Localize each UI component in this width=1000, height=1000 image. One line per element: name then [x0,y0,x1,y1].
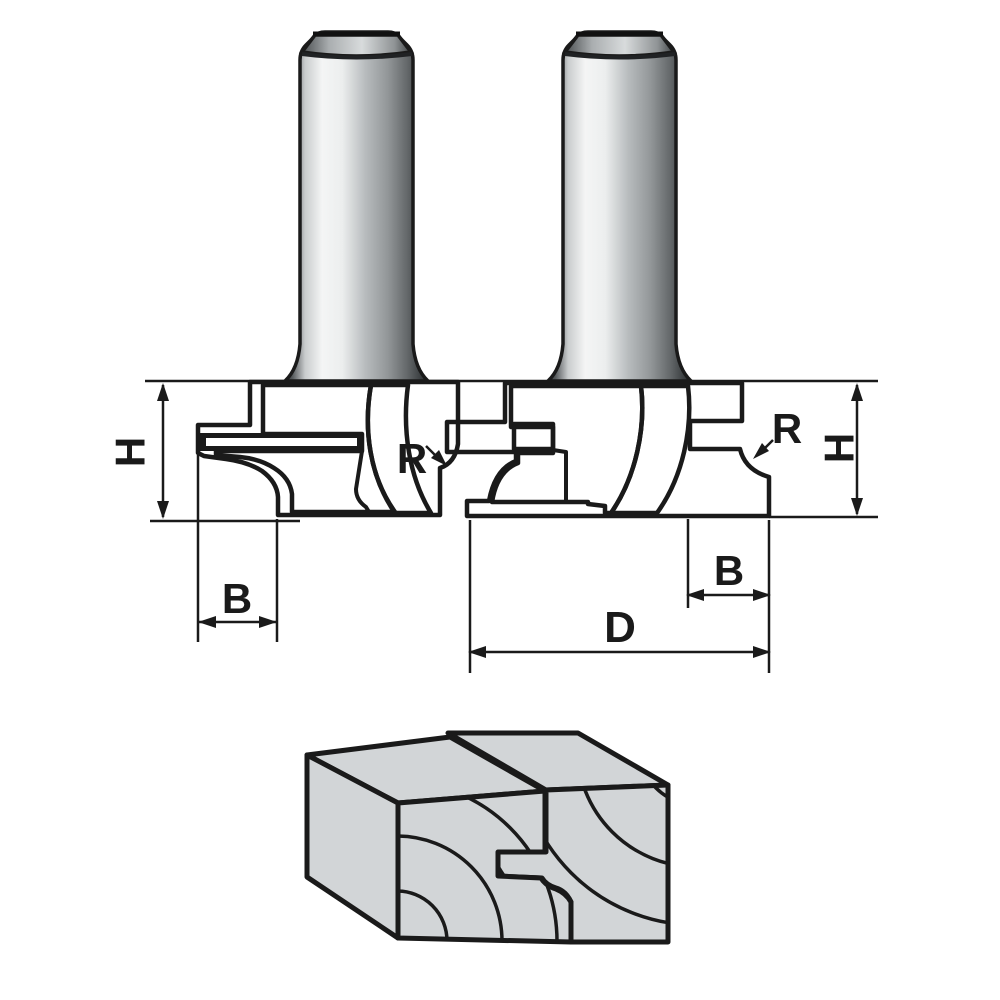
width-label-left: B [222,575,252,622]
left-bit-cutter-head [195,379,461,518]
right-head-flute [608,383,692,516]
diameter-label: D [604,603,636,652]
left-slot-cutter-kerf [206,438,357,446]
width-label-right: B [714,547,744,594]
dimension-h-left: H [107,383,300,523]
right-router-bit [444,30,772,519]
dimension-h-right: H [769,383,878,519]
left-board-end-face [395,788,574,945]
radius-callout-right: R [753,405,802,459]
left-bit-shank [283,30,430,383]
radius-label-right: R [772,405,802,452]
dimension-d: D [468,520,771,673]
left-router-bit [195,30,461,518]
left-head-silhouette [195,379,461,518]
left-shank-chamfer [298,33,415,58]
right-shank-chamfer [561,33,678,58]
dimension-b-left: B [196,455,279,642]
wood-joint-illustration [304,730,671,945]
right-bit-shank [546,30,693,383]
radius-arrow-left [431,450,447,466]
height-label-right: H [816,433,863,463]
radius-callout-left: R [397,435,447,482]
height-label-left: H [107,437,154,467]
right-bit-cutter-head [444,380,772,519]
dimension-b-right: B [686,519,771,608]
radius-arrow-right [753,443,769,459]
left-wood-board [304,734,574,945]
radius-label-left: R [397,435,427,482]
left-head-flute [365,382,434,516]
